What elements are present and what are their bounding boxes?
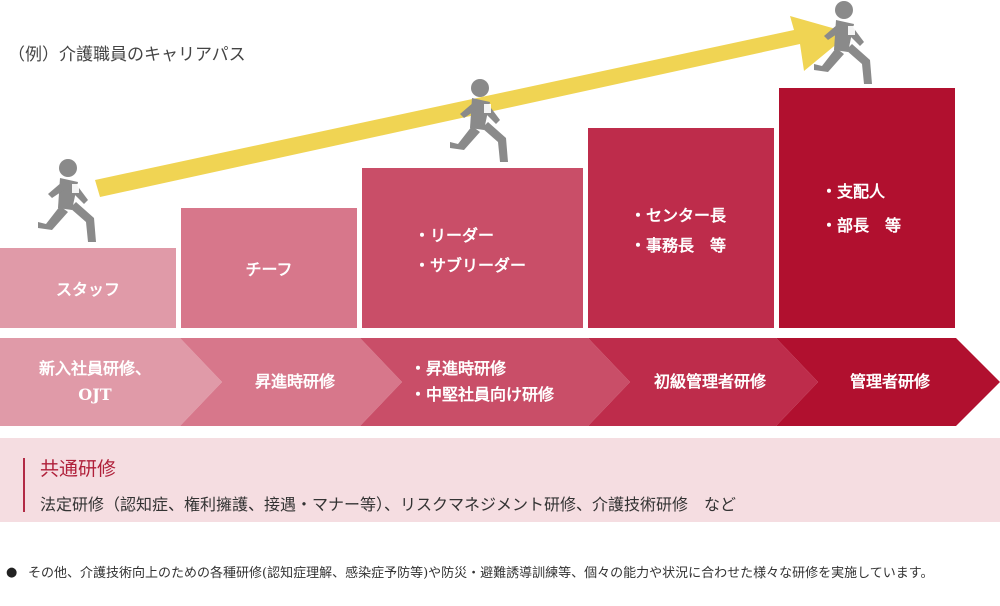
- career-step-line: ・リーダー: [414, 226, 495, 245]
- runner-icon: [450, 79, 508, 162]
- training-line: ・昇進時研修: [410, 359, 507, 378]
- training-label: 初級管理者研修: [620, 369, 800, 395]
- career-step-line: ・支配人: [821, 182, 886, 201]
- training-line: ・中堅社員向け研修: [410, 385, 555, 404]
- career-step-line: ・部長 等: [821, 216, 902, 235]
- training-label: 昇進時研修: [200, 369, 390, 395]
- runner-icon: [38, 159, 96, 242]
- common-training-title: 共通研修: [40, 458, 117, 480]
- training-label: 管理者研修: [800, 369, 980, 395]
- training-line: 管理者研修: [849, 372, 930, 391]
- career-step-staff: スタッフ: [0, 248, 176, 328]
- common-training-description: 法定研修（認知症、権利擁護、接遇・マナー等）、リスクマネジメント研修、介護技術研…: [40, 495, 737, 514]
- note-text: その他、介護技術向上のための各種研修(認知症理解、感染症予防等)や防災・避難誘導…: [28, 566, 934, 581]
- career-step-center-manager: ・センター長 ・事務長 等: [588, 128, 774, 328]
- training-label: ・昇進時研修 ・中堅社員向け研修: [410, 356, 554, 408]
- note-bullet: ●: [6, 565, 18, 580]
- training-line: 新入社員研修、: [38, 359, 151, 378]
- training-chevron-1: [0, 338, 222, 426]
- career-step-label: チーフ: [245, 260, 293, 279]
- training-label: 新入社員研修、 OJT: [10, 356, 180, 408]
- training-line: 昇進時研修: [254, 372, 335, 391]
- training-chevron-2: [180, 338, 402, 426]
- career-step-line: ・センター長: [630, 206, 727, 225]
- common-training-box: [0, 438, 1000, 522]
- training-chevron-3: [360, 338, 630, 426]
- training-chevron-5: [776, 338, 1000, 426]
- training-line: OJT: [78, 385, 112, 404]
- career-step-line: ・サブリーダー: [414, 256, 527, 275]
- career-step-chief: チーフ: [181, 208, 357, 328]
- common-training-accent-bar: [23, 458, 25, 512]
- training-chevron-4: [588, 338, 818, 426]
- career-step-label: スタッフ: [55, 280, 120, 299]
- career-step-general-manager: ・支配人 ・部長 等: [779, 88, 955, 328]
- career-step-line: ・事務長 等: [630, 236, 727, 255]
- career-step-leader: ・リーダー ・サブリーダー: [362, 168, 583, 328]
- diagram-caption: （例）介護職員のキャリアパス: [8, 45, 246, 65]
- training-line: 初級管理者研修: [653, 372, 766, 391]
